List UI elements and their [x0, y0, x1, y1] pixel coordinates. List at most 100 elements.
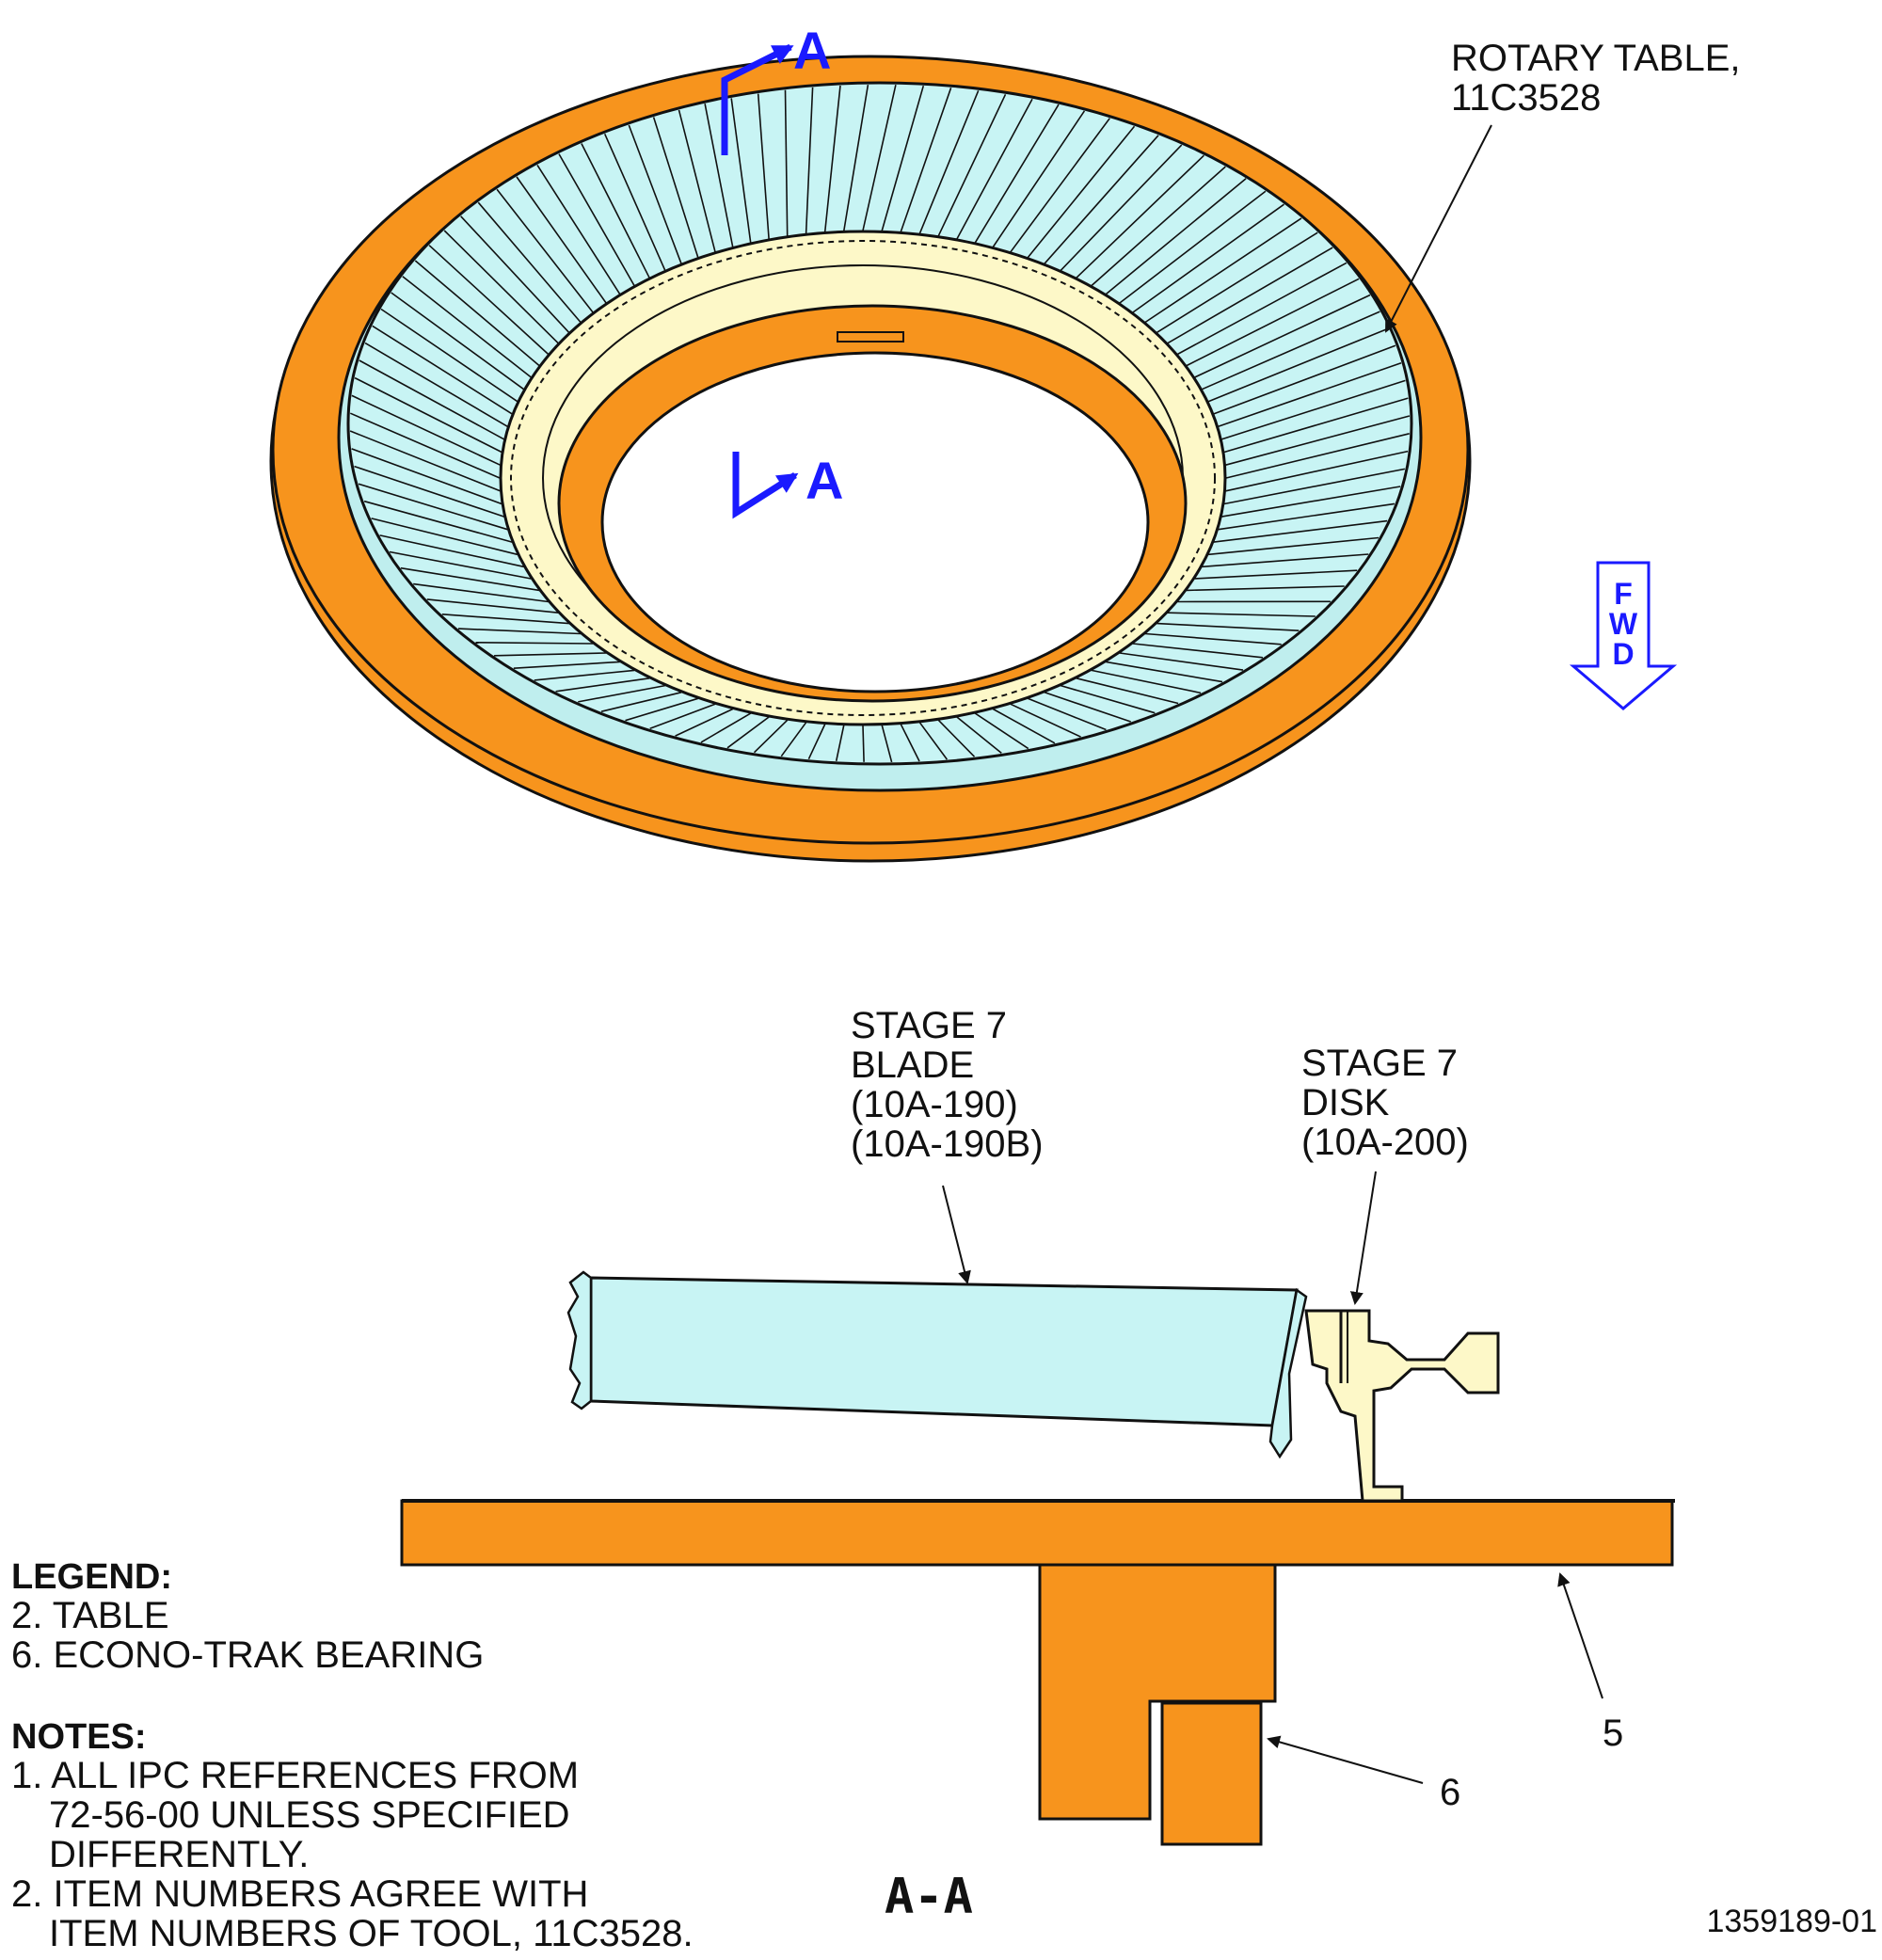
blade-line	[843, 84, 869, 231]
blade-line	[807, 724, 826, 760]
blade-line	[652, 117, 699, 258]
blade-line	[1076, 677, 1179, 705]
section-title: A-A	[885, 1869, 973, 1925]
rotary-table-label: ROTARY TABLE, 11C3528	[1451, 38, 1751, 119]
blade-line	[558, 153, 635, 286]
blade-line	[581, 143, 650, 279]
blade-leader	[942, 1185, 971, 1284]
rotary-table-leader	[1385, 124, 1492, 333]
blade-line	[349, 430, 501, 492]
fwd-arrow-icon: F W D	[1569, 561, 1678, 710]
note-1-line-2: 72-56-00 UNLESS SPECIFIED	[49, 1794, 570, 1836]
disk-leader	[1349, 1171, 1377, 1305]
blade-line	[784, 89, 789, 236]
blade-line	[1213, 519, 1388, 543]
blade-line	[1220, 379, 1406, 440]
blade-line	[1156, 231, 1318, 334]
blade-line	[1119, 190, 1267, 304]
blade-line	[1010, 118, 1110, 253]
blade-line	[371, 518, 518, 556]
blade-line	[372, 325, 513, 415]
blade-line	[918, 722, 949, 760]
blade-line	[881, 85, 925, 231]
blade-line	[354, 465, 505, 518]
fwd-letter-f: F	[1614, 577, 1633, 611]
blade-line	[354, 376, 502, 454]
blade-line	[578, 684, 665, 703]
blade-line	[974, 712, 1029, 750]
blade-line	[835, 725, 845, 761]
section-view	[400, 1270, 1675, 1846]
blade-line	[1186, 278, 1360, 367]
blade-line	[1010, 703, 1081, 738]
section-marker-bottom: A	[732, 451, 843, 519]
blade-tip	[566, 1270, 593, 1410]
blade-line	[937, 719, 976, 757]
blade-line	[1208, 536, 1380, 556]
blade-line	[1186, 585, 1345, 592]
blade-line	[400, 566, 540, 592]
blade-line	[974, 104, 1060, 244]
item-5-leader	[1557, 1572, 1603, 1699]
blade-line	[1060, 684, 1156, 714]
blade-line	[534, 669, 635, 681]
rotary-table-iso-view	[269, 55, 1472, 863]
blade-line	[956, 98, 1033, 240]
section-marker-top: A	[721, 21, 831, 155]
legend-heading: LEGEND:	[11, 1557, 172, 1597]
blade-line	[475, 642, 594, 645]
blade-line	[389, 550, 532, 580]
blade-line	[1167, 247, 1333, 344]
blade-line	[1076, 154, 1204, 279]
center-hole	[600, 351, 1150, 693]
blade-line	[600, 692, 682, 712]
stage7-disk	[1304, 1309, 1500, 1503]
blade-line	[1225, 433, 1410, 479]
item-6-callout: 6	[1440, 1772, 1460, 1813]
blade-line	[780, 722, 807, 757]
blade-line	[1091, 669, 1202, 694]
blade-line	[1060, 144, 1183, 271]
blade-line	[704, 104, 734, 247]
blade-line	[359, 359, 505, 440]
blade-line	[1207, 327, 1389, 403]
disk-slot-detail	[837, 331, 904, 343]
blade-line	[900, 724, 920, 762]
blade-line	[1091, 166, 1226, 287]
blade-line	[496, 188, 594, 313]
fwd-letter-d: D	[1612, 637, 1634, 671]
section-letter-top: A	[793, 21, 831, 80]
table-plate	[400, 1499, 1674, 1567]
blade-line	[937, 93, 1007, 237]
fwd-letter-w: W	[1609, 607, 1638, 641]
blade-line	[379, 534, 524, 568]
blade-line	[649, 703, 716, 730]
blade-line	[494, 652, 607, 657]
blade-line	[414, 260, 540, 367]
blade-line	[1106, 661, 1223, 683]
blade-line	[918, 89, 980, 234]
blade-line	[1144, 632, 1282, 645]
blade-line	[1176, 262, 1348, 356]
blade-line	[351, 448, 502, 505]
blade-line	[1167, 612, 1316, 617]
blade-line	[805, 87, 814, 234]
blade-line	[753, 719, 789, 754]
blade-line	[457, 628, 582, 635]
stage7-disk-label: STAGE 7 DISK (10A-200)	[1301, 1043, 1469, 1163]
blade-line	[364, 342, 508, 427]
legend-item-table: 2. TABLE	[11, 1595, 169, 1636]
blade-line	[603, 133, 666, 271]
legend-item-bearing: 6. ECONO-TRAK BEARING	[11, 1634, 484, 1676]
blade-line	[1194, 294, 1371, 378]
blade-line	[1044, 692, 1131, 723]
blade-line	[443, 230, 559, 344]
blade-line	[1223, 468, 1406, 505]
stage7-blade	[589, 1276, 1299, 1427]
blade-line	[625, 697, 699, 722]
blade-line	[1132, 643, 1263, 659]
section-letter-bottom: A	[805, 451, 843, 510]
blade-line	[428, 245, 550, 356]
blade-line	[413, 582, 549, 603]
blade-lines	[349, 84, 1411, 763]
